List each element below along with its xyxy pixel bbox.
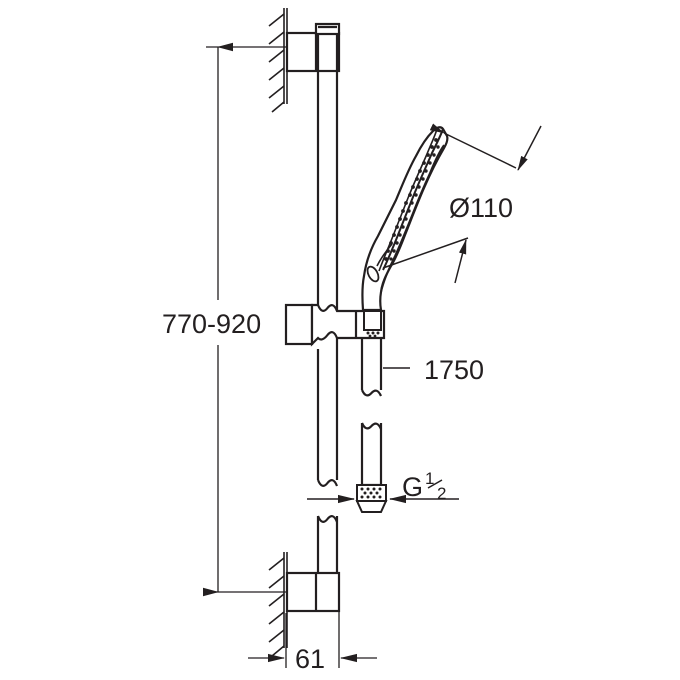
upper-wall-bracket	[285, 31, 341, 73]
vertical-slide-bar	[316, 34, 339, 572]
lower-wall-bracket	[285, 571, 341, 613]
hand-shower-inlet-knurl	[366, 331, 380, 338]
slide-bar-top-cap	[314, 22, 341, 36]
hose-length-label: 1750	[424, 355, 484, 385]
rail-height-dimension	[203, 42, 286, 597]
connector-knurl-texture	[360, 487, 382, 499]
spray-diameter-leaders	[382, 123, 542, 284]
rail-height-label: 770-920	[162, 309, 261, 339]
hand-shower-inlet	[363, 310, 382, 331]
wall-projection-dimension	[248, 574, 377, 668]
wall-hatch-top	[268, 8, 288, 113]
thread-fraction-denominator: 2	[437, 484, 446, 503]
spray-diameter-label: Ø110	[449, 193, 513, 223]
wall-projection-label: 61	[295, 644, 325, 674]
thread-size-label: G	[402, 472, 423, 502]
wall-hatch-bottom	[268, 552, 288, 657]
flexible-shower-hose	[360, 338, 383, 487]
thread-fraction-bar	[427, 479, 443, 489]
spray-face-nozzles	[384, 138, 440, 261]
thread-fraction-numerator: 1	[425, 469, 434, 488]
